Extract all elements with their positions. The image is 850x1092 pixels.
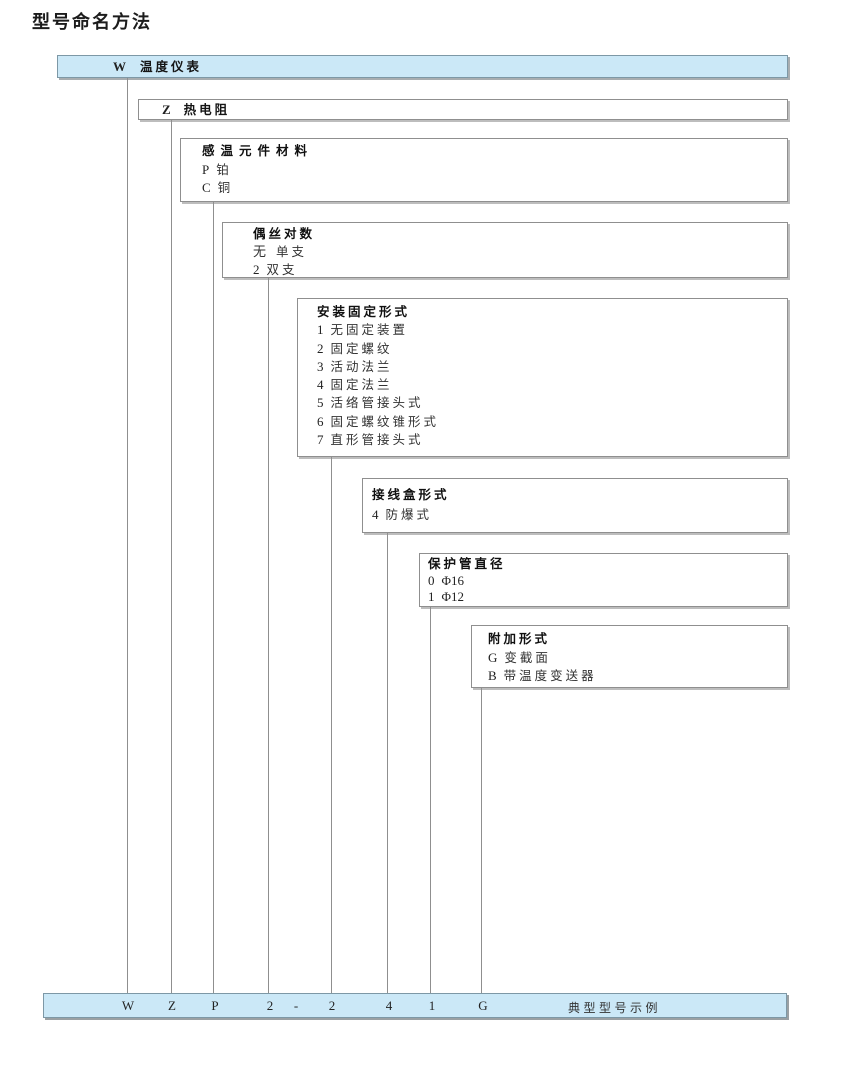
example-code-w: W bbox=[121, 998, 135, 1013]
connector-line-pairs bbox=[268, 278, 269, 993]
box-sensor-type: Z 热电阻 bbox=[138, 99, 788, 120]
example-code-dash: - bbox=[293, 998, 299, 1013]
box-title: 安装固定形式 bbox=[317, 305, 411, 319]
box-title: 接线盒形式 bbox=[372, 488, 450, 502]
connector-line-additional bbox=[481, 688, 482, 993]
connector-line-w bbox=[127, 78, 128, 993]
connector-line-material bbox=[213, 202, 214, 993]
connector-line-diameter bbox=[430, 607, 431, 993]
box-instrument-class: W 温度仪表 bbox=[57, 55, 788, 78]
box-title: 感温元件材料 bbox=[202, 144, 314, 158]
connector-line-mounting bbox=[331, 457, 332, 993]
box-title: 附加形式 bbox=[488, 632, 551, 646]
box-title: 偶丝对数 bbox=[253, 227, 316, 241]
example-code-g: G bbox=[478, 998, 488, 1013]
example-code-p: P bbox=[211, 998, 219, 1013]
page-heading: 型号命名方法 bbox=[32, 12, 152, 32]
example-code-1: 1 bbox=[428, 998, 436, 1013]
connector-line-z bbox=[171, 120, 172, 993]
example-code-z: Z bbox=[168, 998, 176, 1013]
box-label: 热电阻 bbox=[183, 103, 231, 117]
example-bar-label: 典型型号示例 bbox=[568, 1001, 662, 1015]
box-code: Z bbox=[162, 102, 171, 117]
option-row: 无单支 bbox=[253, 244, 308, 259]
box-code: W bbox=[113, 59, 126, 74]
example-code-4: 4 bbox=[385, 998, 393, 1013]
example-bar: W Z P 2 - 2 4 1 G 典型型号示例 bbox=[43, 993, 787, 1018]
connector-line-junction bbox=[387, 533, 388, 993]
box-title: 保护管直径 bbox=[428, 557, 506, 571]
box-label: 温度仪表 bbox=[140, 60, 203, 74]
example-code-2b: 2 bbox=[328, 998, 336, 1013]
example-code-2: 2 bbox=[266, 998, 274, 1013]
